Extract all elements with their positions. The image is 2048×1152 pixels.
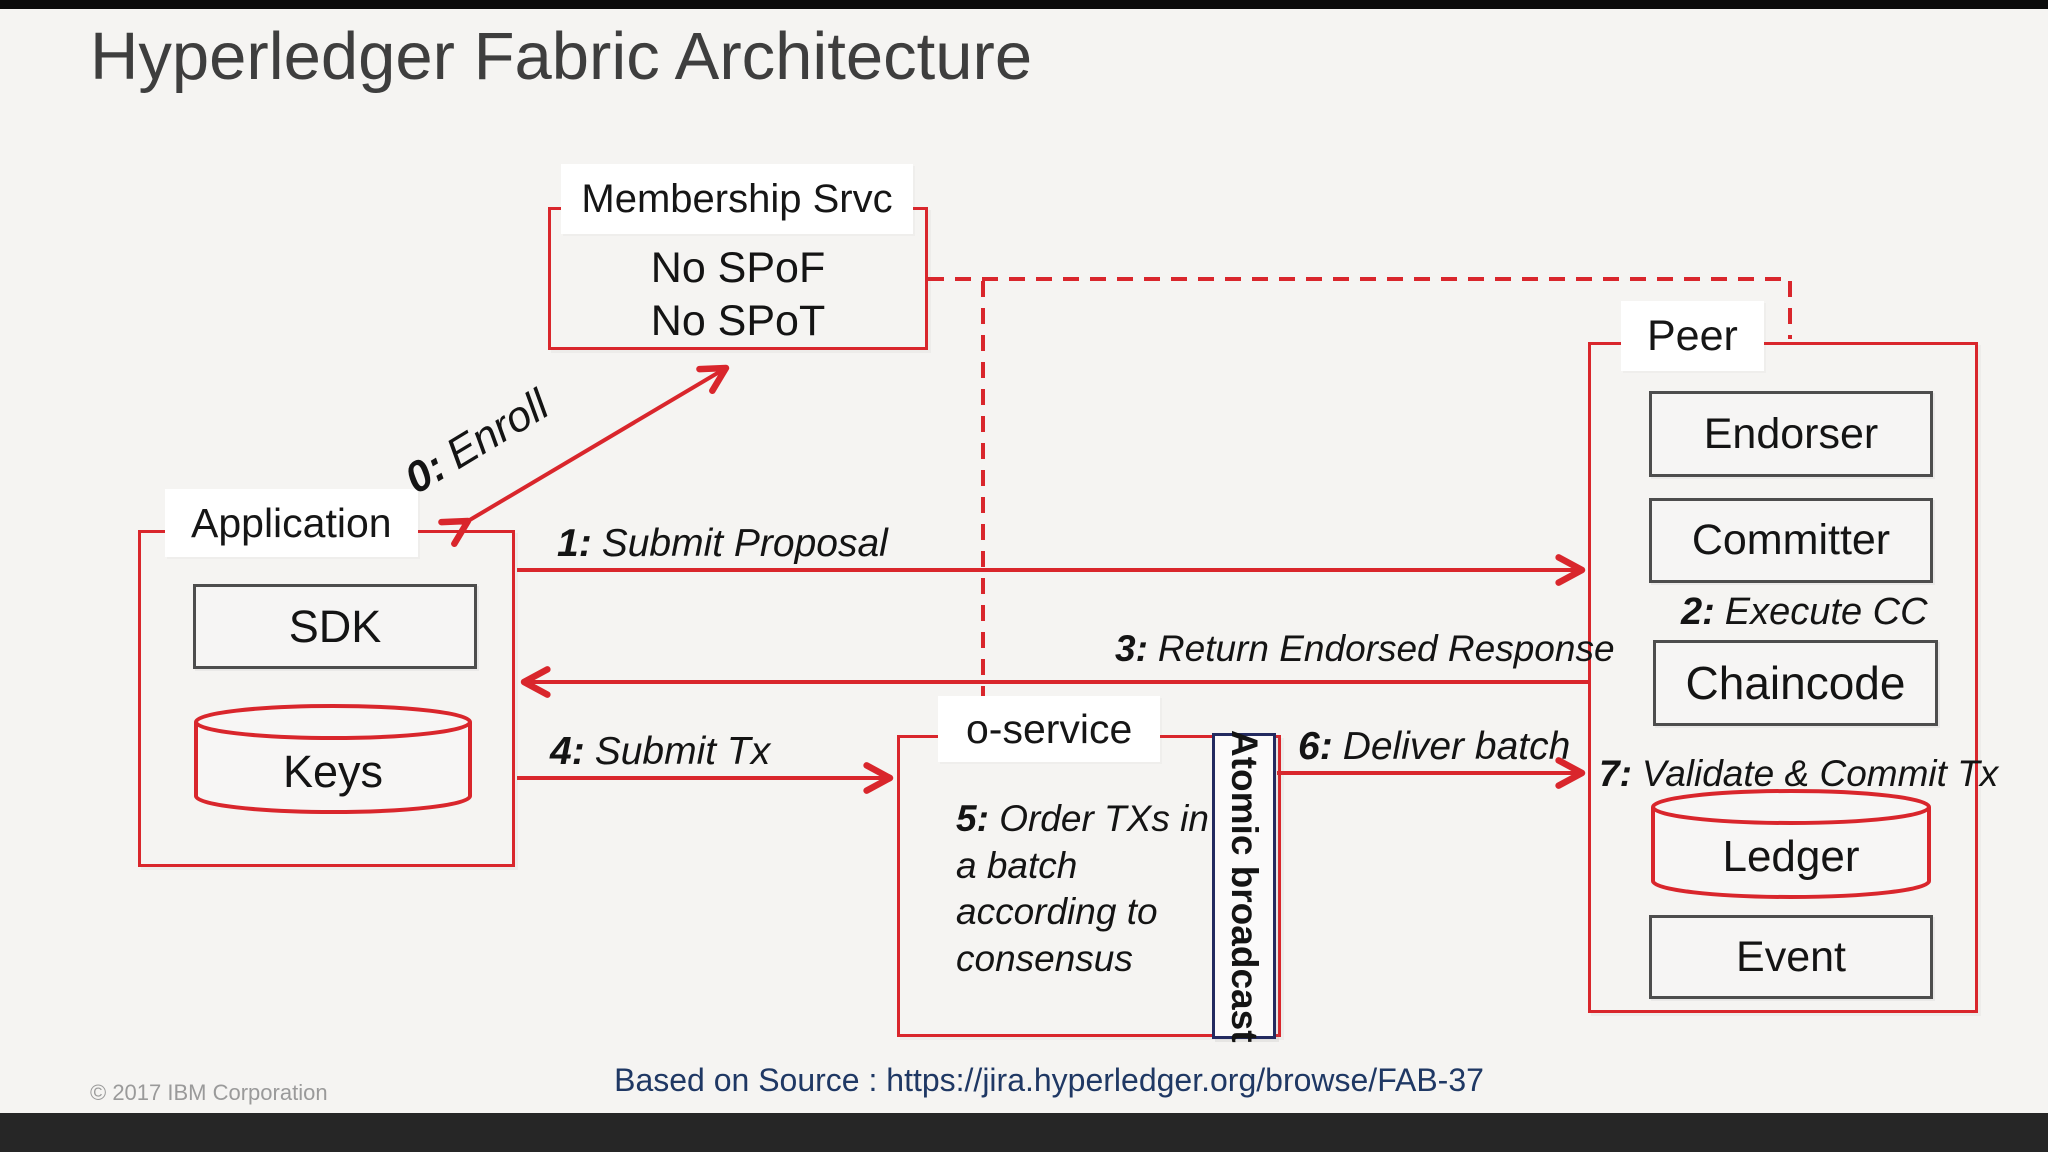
peer-box: Peer Endorser Committer 2:Execute CC Cha… xyxy=(1588,301,1998,1013)
committer-label: Committer xyxy=(1691,516,1891,564)
atomic-broadcast-box: Atomic broadcast xyxy=(1212,730,1276,1042)
top-letterbox-bar xyxy=(0,0,2048,9)
copyright-text: © 2017 IBM Corporation xyxy=(90,1080,328,1105)
footer-source-text: Based on Source : https://jira.hyperledg… xyxy=(614,1062,1484,1098)
application-box: Application SDK Keys xyxy=(138,489,515,867)
peer-label: Peer xyxy=(1621,301,1764,371)
ledger-label: Ledger xyxy=(1722,832,1860,881)
step-3-return-endorsed: 3:Return Endorsed Response xyxy=(1115,628,1615,669)
keys-cylinder-shape xyxy=(194,704,472,814)
step-6-deliver-batch: 6:Deliver batch xyxy=(1298,725,1571,768)
keys-cylinder: Keys xyxy=(192,702,474,816)
membership-content: No SPoF No SPoT xyxy=(551,242,925,347)
committer-box: Committer xyxy=(1649,498,1933,583)
chaincode-label: Chaincode xyxy=(1685,657,1906,709)
event-label: Event xyxy=(1736,932,1846,981)
step-4-submit-tx: 4:Submit Tx xyxy=(550,730,771,773)
membership-line-no-spot: No SPoT xyxy=(650,296,826,345)
oservice-step-number: 5: xyxy=(956,798,989,839)
application-label: Application xyxy=(165,489,418,557)
sdk-box: SDK xyxy=(193,584,477,669)
ledger-cylinder-shape xyxy=(1651,789,1931,899)
step-2-execute-cc: 2:Execute CC xyxy=(1681,591,1928,633)
oservice-box: o-service 5: Order TXs in a batch accord… xyxy=(897,696,1281,1037)
step-1-submit-proposal: 1:Submit Proposal xyxy=(557,522,888,565)
endorser-box: Endorser xyxy=(1649,391,1933,477)
endorser-label: Endorser xyxy=(1703,409,1879,458)
bottom-letterbox-bar xyxy=(0,1113,2048,1152)
atomic-broadcast-label: Atomic broadcast xyxy=(1224,729,1265,1043)
enroll-arrow-line xyxy=(438,364,730,548)
oservice-label: o-service xyxy=(938,696,1161,762)
step-7-validate-commit: 7:Validate & Commit Tx xyxy=(1599,753,1999,794)
membership-line-no-spof: No SPoF xyxy=(650,244,826,293)
keys-label: Keys xyxy=(282,746,384,797)
chaincode-box: Chaincode xyxy=(1653,640,1938,726)
ledger-cylinder: Ledger xyxy=(1649,787,1933,901)
membership-srvc-box: Membership Srvc No SPoF No SPoT xyxy=(548,164,928,350)
oservice-step-text: 5: Order TXs in a batch according to con… xyxy=(956,798,1209,979)
event-box: Event xyxy=(1649,915,1933,999)
membership-srvc-label: Membership Srvc xyxy=(561,164,913,234)
sdk-label: SDK xyxy=(288,600,382,652)
page-title: Hyperledger Fabric Architecture xyxy=(90,19,1033,94)
